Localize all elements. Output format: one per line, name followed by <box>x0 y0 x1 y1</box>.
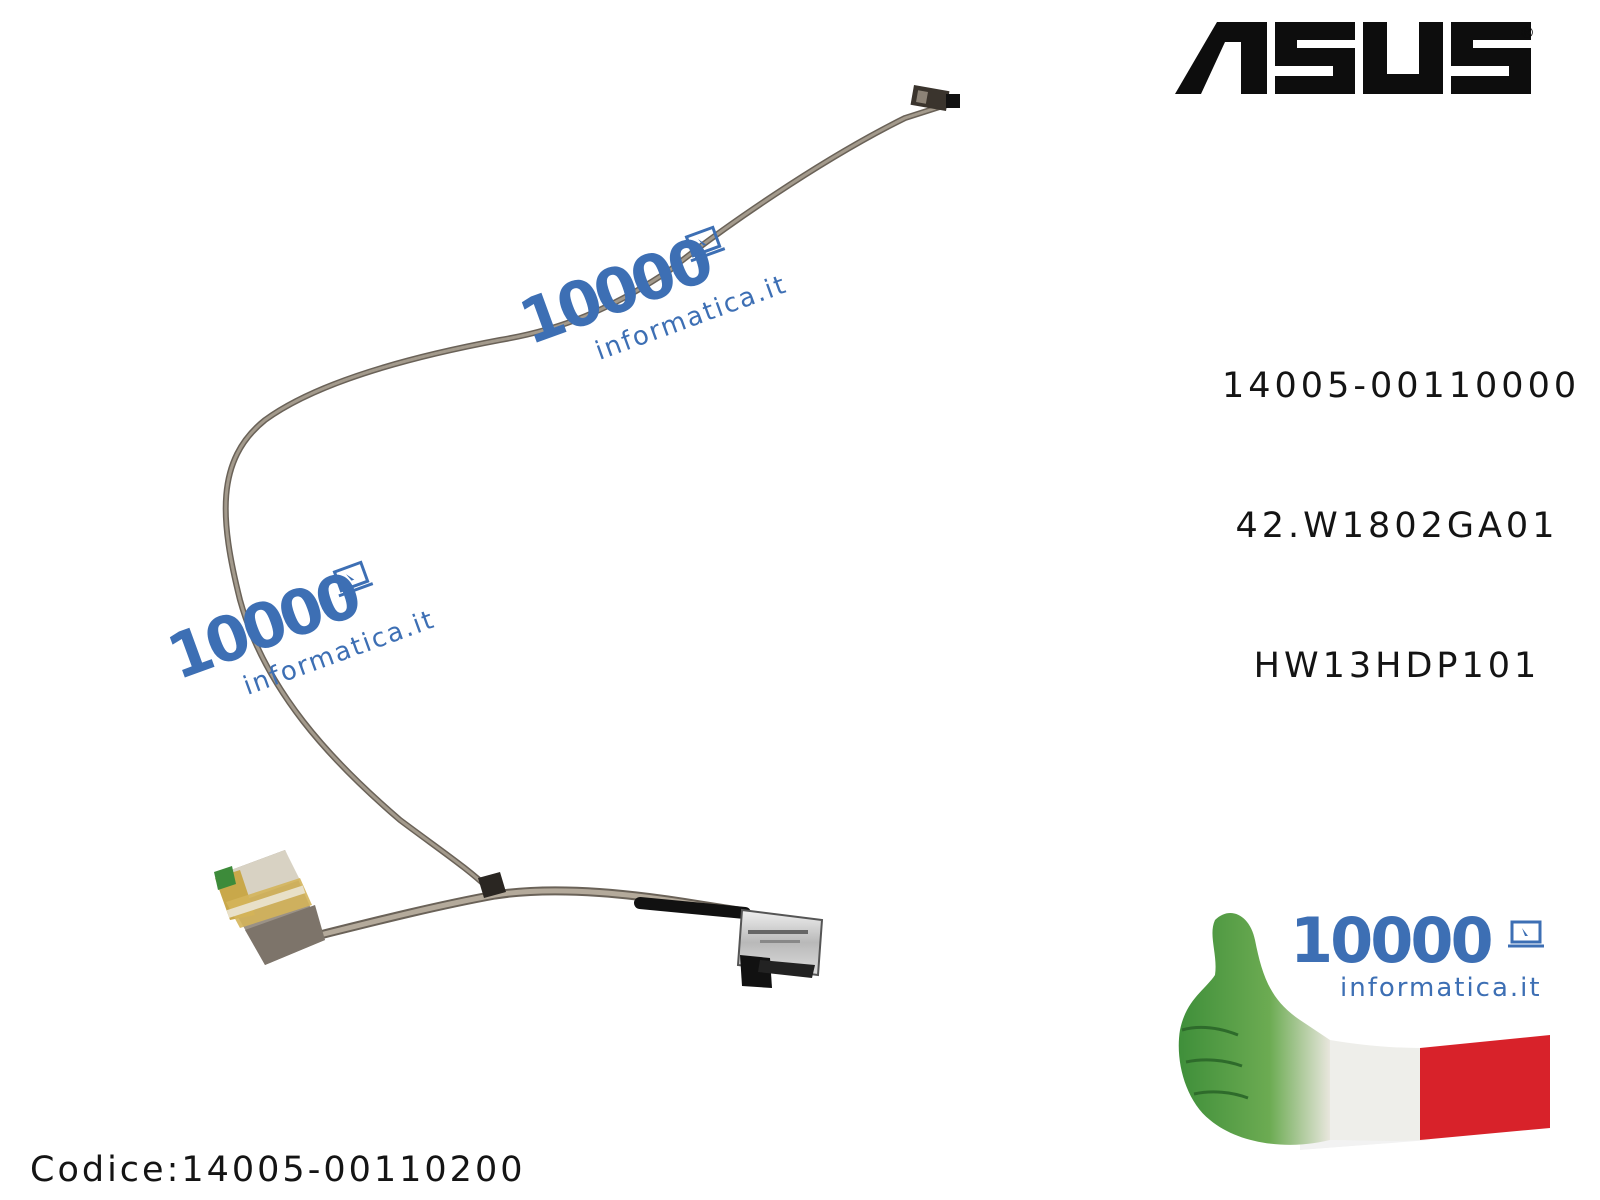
registered-mark: ® <box>1519 23 1535 42</box>
lcd-flex-cable <box>214 85 960 988</box>
product-code: Codice:14005-00110200 <box>30 1150 526 1190</box>
brand-badge: 10000 informatica.it <box>1178 904 1550 1150</box>
top-connector <box>910 85 960 111</box>
laptop-icon <box>332 560 374 598</box>
part-number-2: 42.W1802GA01 <box>1235 506 1559 546</box>
laptop-icon <box>1508 920 1544 948</box>
part-number-1: 14005-00110000 <box>1222 366 1581 406</box>
right-lcd-connector <box>736 908 824 988</box>
part-number-3: HW13HDP101 <box>1253 646 1541 686</box>
thumbs-up-icon <box>1178 912 1420 1145</box>
asus-logo: ® <box>1175 22 1535 94</box>
watermark-upper: 10000 informatica.it <box>510 223 791 367</box>
watermark-lower: 10000 informatica.it <box>158 558 439 702</box>
laptop-icon <box>684 225 726 263</box>
badge-domain: informatica.it <box>1340 973 1542 1003</box>
badge-number: 10000 <box>1290 904 1492 977</box>
left-flat-connector <box>214 850 325 965</box>
